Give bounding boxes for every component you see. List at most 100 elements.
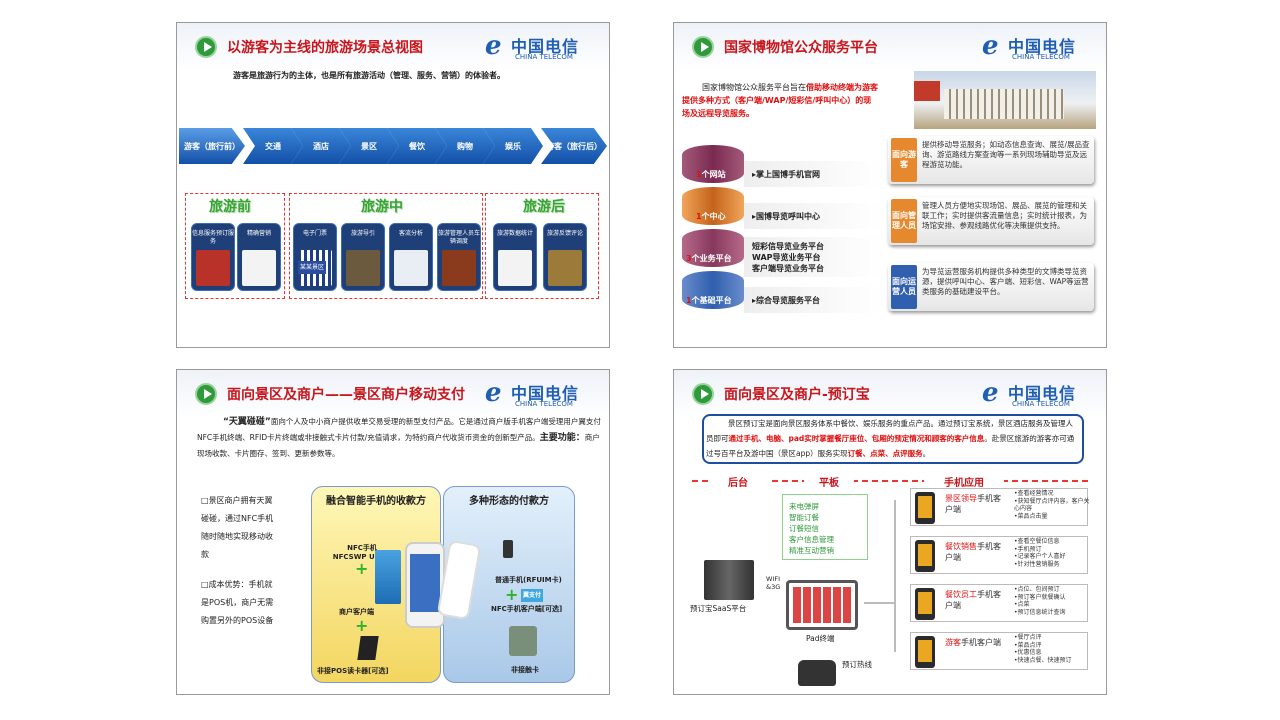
plus-icon: + [355, 616, 369, 635]
flow-step: 交通 [243, 128, 303, 164]
arrow-right-icon [692, 383, 714, 405]
slide-title: 国家博物馆公众服务平台 [724, 40, 878, 56]
backend-label: 预订宝SaaS平台 [690, 604, 747, 613]
phone-icon [503, 540, 513, 558]
payer-item: 普通手机(RFUIM卡) [495, 576, 562, 584]
app-card: 餐饮员工手机客户端 •点位、包间预订 •预订客户就餐确认 •点菜 •预订信息统计… [910, 584, 1088, 622]
china-telecom-logo: ℯ 中国电信 CHINA TELECOM [982, 378, 1077, 408]
audience-tag: 面向管理人员 [891, 199, 917, 243]
section-after [485, 193, 599, 299]
flow-step: 游客（旅行后） [541, 128, 607, 164]
mobile-phone-icon [915, 636, 935, 668]
server-icon [704, 560, 754, 600]
slide-header [177, 23, 609, 71]
scenario-card: 旅游数据统计 [493, 223, 537, 291]
layer-service: ▸ 掌上国博手机官网 [744, 161, 882, 187]
scenario-card: 旅游管理人员车辆调度 [437, 223, 481, 291]
slide-header [674, 370, 1106, 418]
slide-title: 面向景区及商户-预订宝 [724, 387, 870, 403]
audience-box: 提供移动导览服务；如动态信息查询、展览/展品查询、游览路线方案查询等一系列现场辅… [888, 136, 1094, 184]
slide-museum-platform[interactable]: 国家博物馆公众服务平台 ℯ 中国电信 CHINA TELECOM 国家博物馆公众… [673, 22, 1107, 348]
flow-step: 游客（旅行前） [179, 128, 245, 164]
telephone-icon [798, 660, 836, 686]
payer-item: 非接触卡 [511, 666, 539, 674]
layer-service: ▸ 综合导览服务平台 [744, 287, 882, 313]
section-during [289, 193, 483, 299]
slide-header [177, 370, 609, 418]
scenario-card: 旅游导引 [341, 223, 385, 291]
scenario-card: 旅游反馈评论 [543, 223, 587, 291]
slide-tourism-overview[interactable]: 以游客为主线的旅游场景总视图 ℯ 中国电信 CHINA TELECOM 游客是旅… [176, 22, 610, 348]
arrow-right-icon [195, 383, 217, 405]
bullet-text: □景区商户拥有天翼碰碰，通过NFC手机随时随地实现移动收款 [201, 496, 274, 559]
arrow-right-icon [195, 36, 217, 58]
pad-label: Pad终端 [806, 634, 835, 643]
app-card: 游客手机客户端 •餐厅点评 •菜品点评 •优惠信息 •快速点餐、快速预订 [910, 632, 1088, 670]
payee-item: 商户客户端 [339, 608, 374, 616]
layer-label: 1个基础平台 [686, 296, 732, 305]
plus-icon: + [355, 559, 369, 578]
wallet-label: 翼支付 [521, 589, 544, 602]
column-heading: 后台 [708, 474, 768, 489]
pad-terminal-icon [786, 580, 858, 630]
plus-icon: + [505, 585, 519, 604]
section-heading: 旅游中 [361, 199, 403, 215]
scenario-card: 电子门票 [293, 223, 337, 291]
app-card: 餐饮销售手机客户端 •查看空餐位信息 •手机预订 •记录客户个人喜好 •针对性营… [910, 536, 1088, 574]
telecom-swirl-icon: ℯ [982, 378, 999, 408]
intro-text: 景区预订宝是面向景区服务体系中餐饮、娱乐服务的重点产品。通过预订宝系统，景区酒店… [706, 419, 1075, 458]
layer-service: ▸ 国博导览呼叫中心 [744, 203, 882, 229]
ticket-label: 某某景区 [298, 261, 327, 274]
pad-features: 来电弹屏 智能订餐 订餐短信 客户信息管理 精准互动营销 [782, 494, 868, 560]
slide-mobile-payment[interactable]: 面向景区及商户——景区商户移动支付 ℯ 中国电信 CHINA TELECOM “… [176, 369, 610, 695]
layer-cylinder [682, 187, 744, 225]
connector-line [864, 602, 894, 604]
section-heading: 旅游前 [209, 199, 251, 215]
layer-label: 1个中心 [696, 212, 726, 221]
china-telecom-logo: ℯ 中国电信 CHINA TELECOM [485, 31, 580, 61]
scenario-card: 客流分析 [389, 223, 433, 291]
arrow-right-icon [692, 36, 714, 58]
wifi-label: WIFI &3G [766, 575, 781, 591]
hotline-label: 预订热线 [842, 660, 872, 669]
mobile-phone-icon [915, 540, 935, 572]
scenario-card: 精确营销 [237, 223, 281, 291]
layer-cylinder [682, 229, 744, 267]
intro-box [702, 414, 1084, 464]
section-heading: 旅游后 [523, 199, 565, 215]
intro-text: “天翼碰碰”面向个人及中小商户提供收单交易受理的新型支付产品。它是通过商户版手机… [197, 417, 601, 458]
column-heading: 平板 [804, 474, 854, 489]
audience-box: 管理人员方便地实现场馆、展品、展览的管理和关联工作；实时提供客流量信息；实时统计… [888, 197, 1094, 245]
payer-item: NFC手机客户端[可选] [491, 605, 563, 613]
slide-subtitle: 游客是旅游行为的主体，也是所有旅游活动（管理、服务、营销）的体验者。 [233, 71, 505, 80]
layer-label: 1个网站 [696, 170, 726, 179]
sim-card-icon [375, 550, 401, 604]
telecom-swirl-icon: ℯ [485, 31, 502, 61]
museum-photo [914, 71, 1096, 129]
layer-cylinder [682, 145, 744, 183]
intro-text: 国家博物馆公众服务平台旨在借助移动终端为游客提供多种方式（客户端/WAP/短彩信… [682, 83, 878, 118]
audience-tag: 面向运营人员 [891, 265, 917, 309]
payee-item: 非接POS读卡器[可选] [317, 667, 389, 675]
audience-box: 为导览运营服务机构提供多种类型的文博类导览资源，提供呼叫中心、客户端、短彩信、W… [888, 263, 1094, 311]
scenario-card: 信息服务预订服务 [191, 223, 235, 291]
column-heading: 手机应用 [924, 474, 1004, 489]
telecom-swirl-icon: ℯ [982, 31, 999, 61]
slide-title: 面向景区及商户——景区商户移动支付 [227, 387, 465, 403]
audience-tag: 面向游客 [891, 138, 917, 182]
layer-cylinder [682, 271, 744, 309]
mobile-phone-icon [915, 588, 935, 620]
china-telecom-logo: ℯ 中国电信 CHINA TELECOM [982, 31, 1077, 61]
layer-service: 短彩信导览业务平台 WAP导览业务平台 客户端导览业务平台 [744, 237, 882, 277]
layer-label: 3个业务平台 [686, 254, 732, 263]
connector-line [894, 500, 896, 652]
column-divider [692, 480, 1088, 482]
card-photo [509, 626, 537, 656]
mobile-phone-icon [915, 492, 935, 524]
china-telecom-logo: ℯ 中国电信 CHINA TELECOM [485, 378, 580, 408]
app-card: 景区领导手机客户端 •查看经营情况 •获知餐厅点评内容，客户关心内容 •菜品点击… [910, 488, 1090, 526]
slide-title: 以游客为主线的旅游场景总视图 [227, 40, 423, 56]
pos-reader-icon [357, 636, 379, 660]
slide-booking-treasure[interactable]: 面向景区及商户-预订宝 ℯ 中国电信 CHINA TELECOM 景区预订宝是面… [673, 369, 1107, 695]
telecom-swirl-icon: ℯ [485, 378, 502, 408]
